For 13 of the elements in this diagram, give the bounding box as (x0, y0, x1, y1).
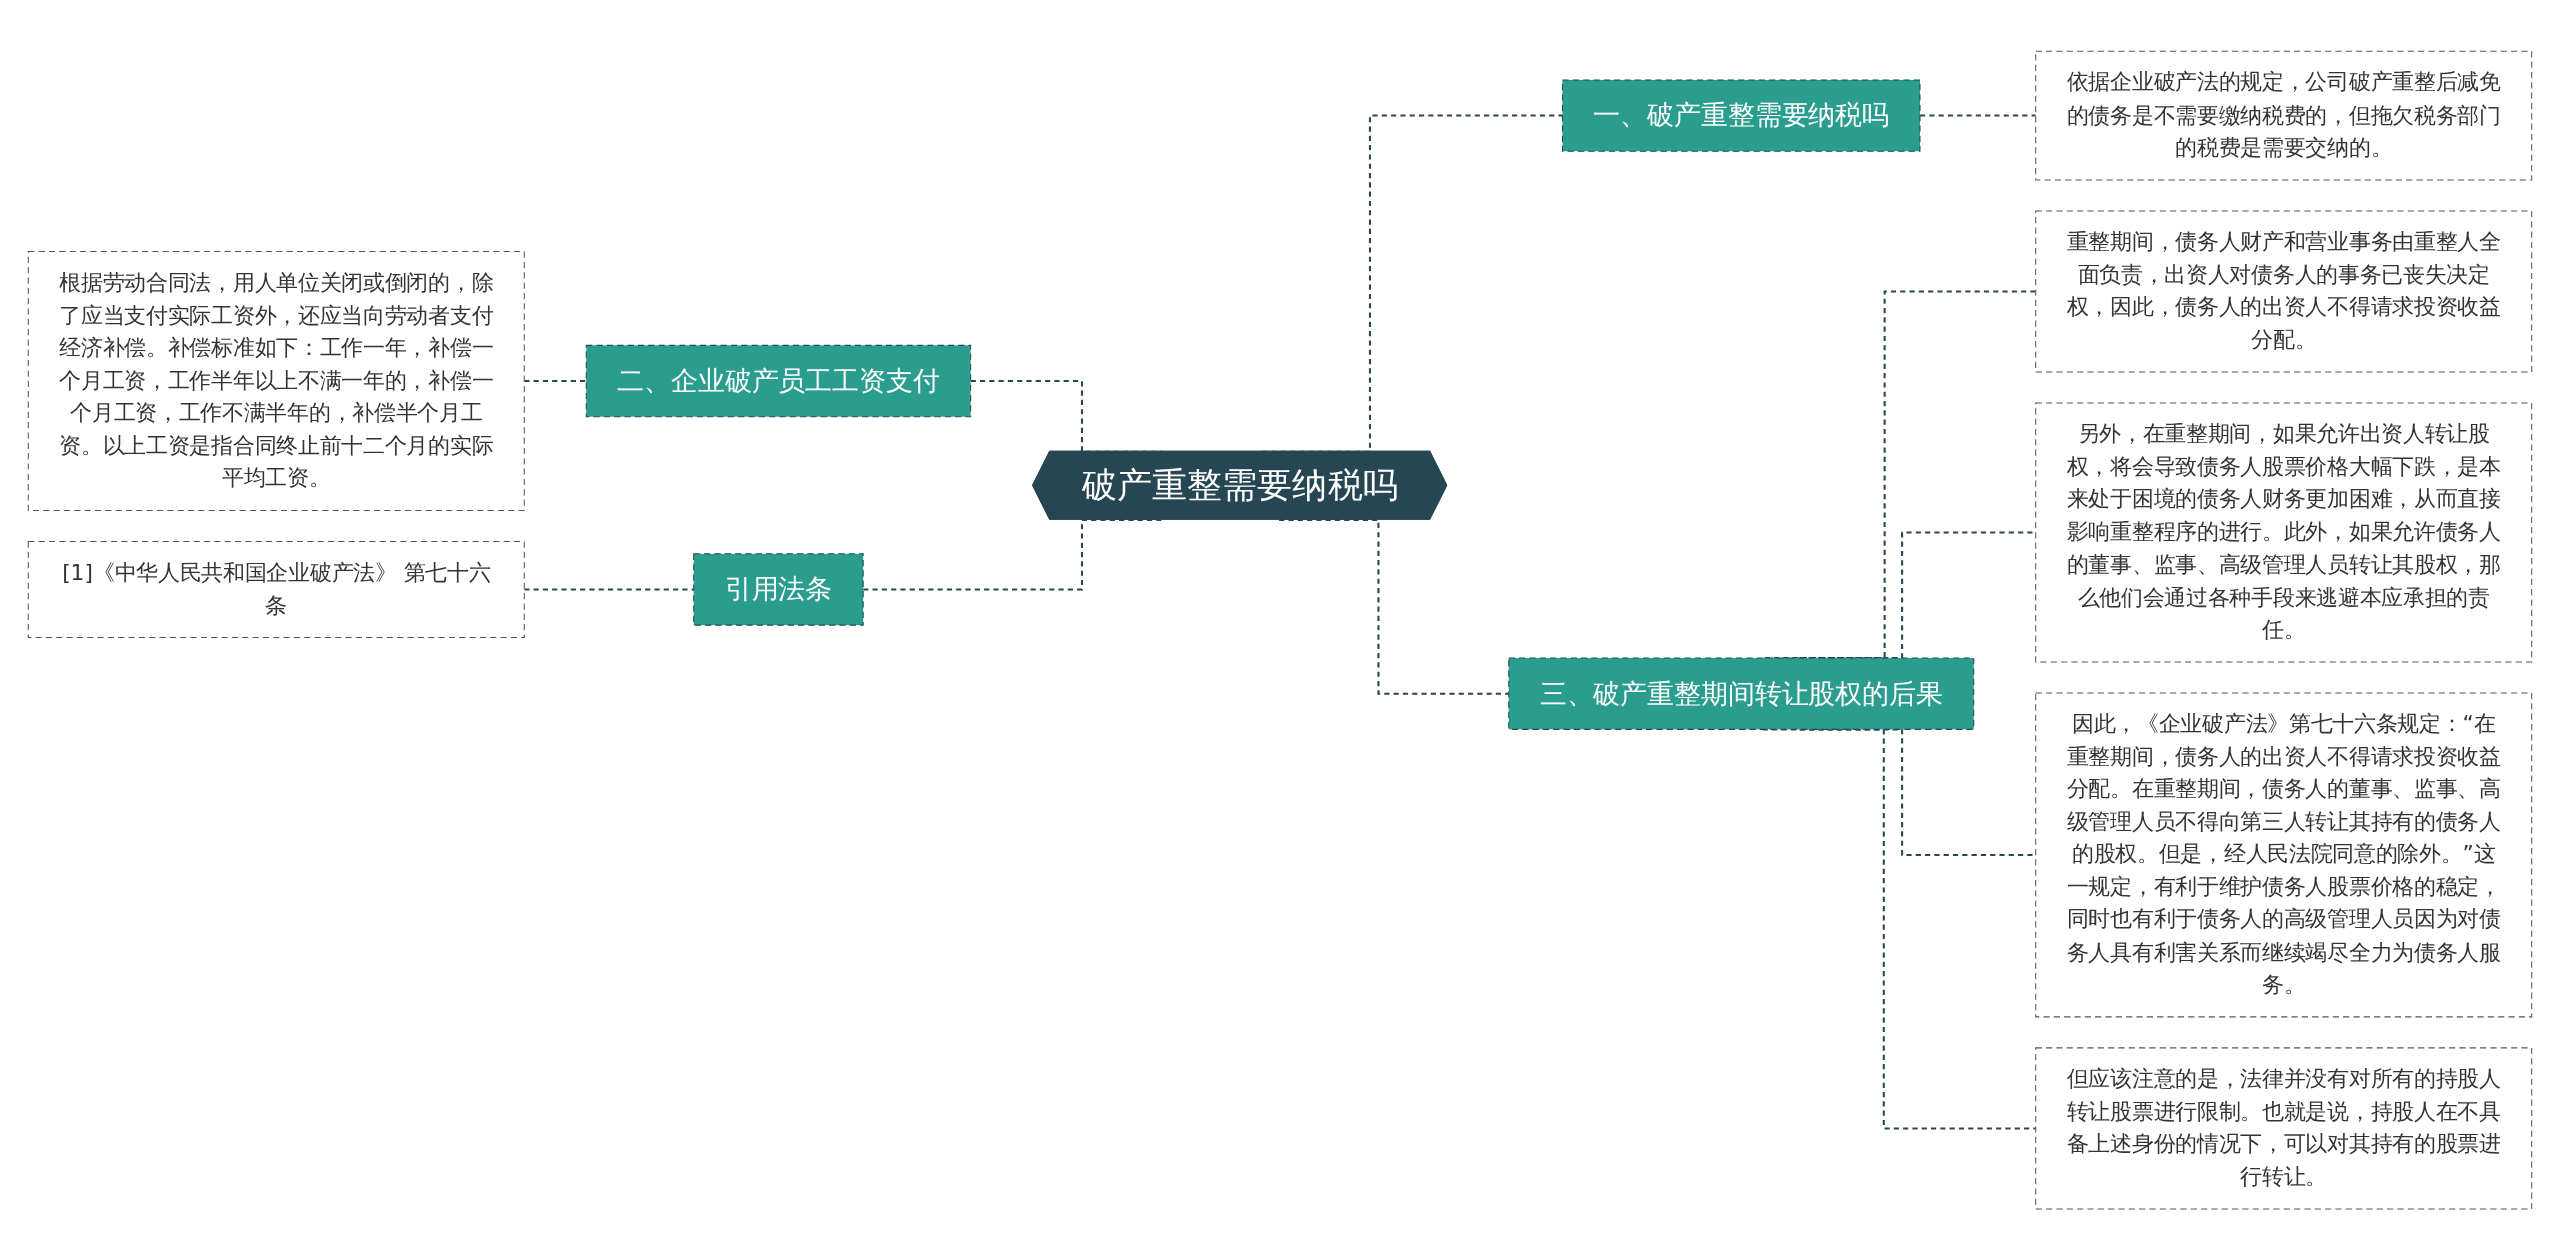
node-box: [1]《中华人民共和国企业破产法》 第七十六条 (27, 540, 525, 638)
node-box: 根据劳动合同法，用人单位关闭或倒闭的，除了应当支付实际工资外，还应当向劳动者支付经济补偿。补偿标准如下：工作一年，补偿一个月工资，工作半年以上不满一年的，补偿一个月工资，工作不满半年的，补偿半个月工资。以上工资是指合同终止前十二个月的实际平均工资。 (27, 250, 525, 511)
node-box: 依据企业破产法的规定，公司破产重整后减免的债务是不需要缴纳税费的，但拖欠税务部门的税费是需要交纳的。 (2035, 50, 2533, 181)
node-box: 重整期间，债务人财产和营业事务由重整人全面负责，出资人对债务人的事务已丧失决定权，因此，债务人的出资人不得请求投资收益分配。 (2035, 210, 2533, 373)
node-box: 但应该注意的是，法律并没有对所有的持股人转让股票进行限制。也就是说，持股人在不具备上述身份的情况下，可以对其持有的股票进行转让。 (2035, 1047, 2533, 1210)
node-box: 一、破产重整需要纳税吗 (1561, 79, 1921, 152)
node-box: 三、破产重整期间转让股权的后果 (1508, 657, 1975, 730)
node-box: 另外，在重整期间，如果允许出资人转让股权，将会导致债务人股票价格大幅下跌，是本来处于困境的债务人财务更加困难，从而直接影响重整程序的进行。此外，如果允许债务人的董事、监事、高级管理人员转让其股权，那么他们会通过各种手段来逃避本应承担的责任。 (2035, 402, 2533, 663)
node-box: 引用法条 (693, 553, 864, 626)
connector (524, 379, 587, 382)
connector (1920, 114, 2036, 117)
node-box: 二、企业破产员工工资支付 (585, 344, 972, 417)
node-box: 因此，《企业破产法》第七十六条规定：“在重整期间，债务人的出资人不得请求投资收益分配。在重整期间，债务人的董事、监事、高级管理人员不得向第三人转让其持有的债务人的股权。但是，经人民法院同意的除外。”这一规定，有利于维护债务人股票价格的稳定，同时也有利于债务人的高级管理人员因为对债务人具有利害关系而继续竭尽全力为债务人服务。 (2035, 692, 2533, 1018)
